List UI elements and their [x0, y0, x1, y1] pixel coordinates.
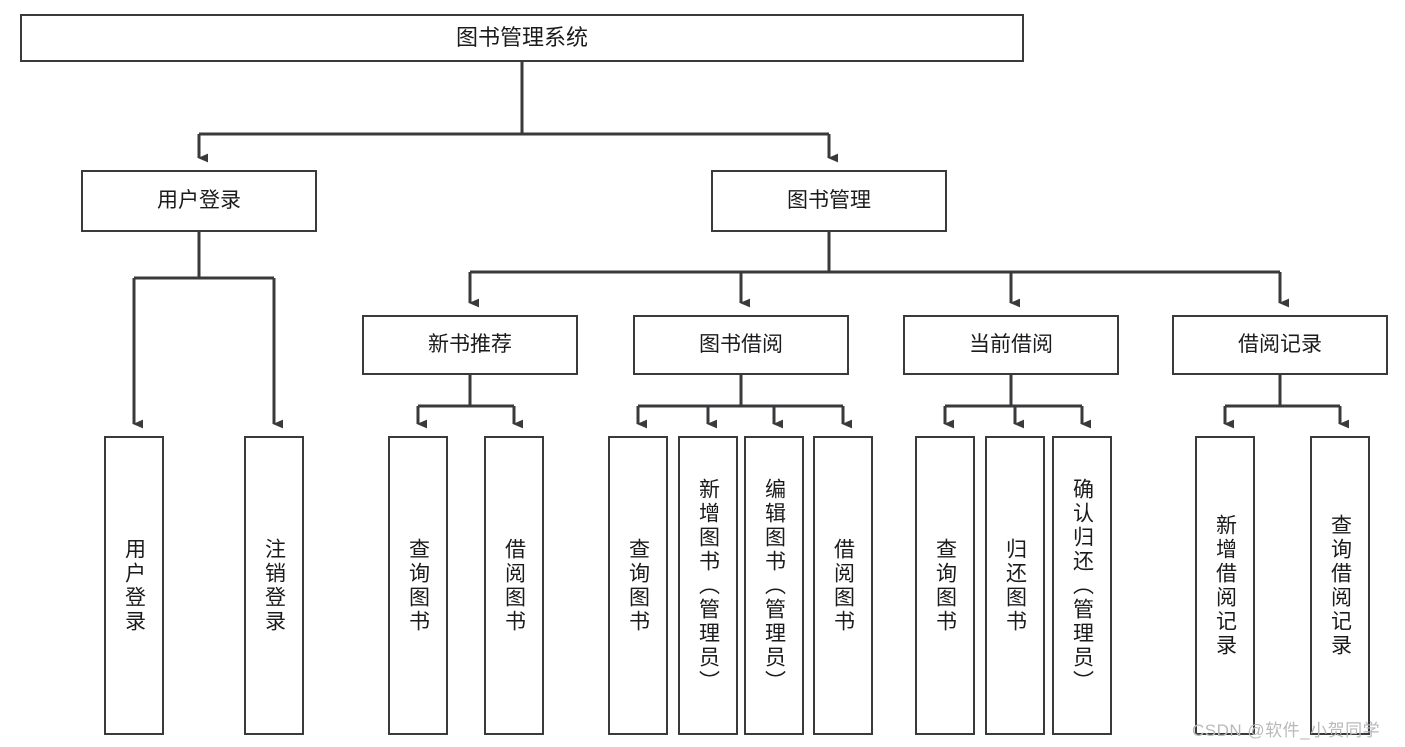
- node-leaf-5[interactable]: 新增图书（管理员）: [678, 436, 738, 735]
- node-label: 图书借阅: [699, 332, 783, 356]
- node-label: 借阅图书: [831, 537, 855, 634]
- node-label: 图书管理系统: [455, 25, 588, 51]
- node-level3-2[interactable]: 当前借阅: [903, 315, 1119, 375]
- node-label: 借阅图书: [502, 537, 526, 634]
- node-label: 查询图书: [626, 537, 650, 634]
- node-label: 新增图书（管理员）: [696, 477, 720, 694]
- node-leaf-10[interactable]: 确认归还（管理员）: [1052, 436, 1112, 735]
- node-leaf-0[interactable]: 用户登录: [104, 436, 164, 735]
- node-leaf-8[interactable]: 查询图书: [915, 436, 975, 735]
- node-leaf-1[interactable]: 注销登录: [244, 436, 304, 735]
- node-level3-0[interactable]: 新书推荐: [362, 315, 578, 375]
- node-label: 编辑图书（管理员）: [762, 477, 786, 694]
- node-label: 查询图书: [933, 537, 957, 634]
- node-leaf-4[interactable]: 查询图书: [608, 436, 668, 735]
- node-leaf-11[interactable]: 新增借阅记录: [1195, 436, 1255, 735]
- node-label: 用户登录: [122, 537, 146, 634]
- node-level2-1[interactable]: 图书管理: [711, 170, 947, 232]
- node-label: 注销登录: [262, 537, 286, 634]
- node-label: 新书推荐: [428, 332, 512, 356]
- node-leaf-9[interactable]: 归还图书: [985, 436, 1045, 735]
- node-label: 查询图书: [406, 537, 430, 634]
- node-label: 归还图书: [1003, 537, 1027, 634]
- node-label: 新增借阅记录: [1213, 513, 1237, 658]
- node-root-图书管理系统[interactable]: 图书管理系统: [20, 14, 1024, 62]
- node-leaf-12[interactable]: 查询借阅记录: [1310, 436, 1370, 735]
- node-leaf-6[interactable]: 编辑图书（管理员）: [744, 436, 804, 735]
- csdn-watermark: CSDN @软件_小贺同学: [1192, 721, 1381, 740]
- node-label: 当前借阅: [969, 332, 1053, 356]
- node-level3-1[interactable]: 图书借阅: [633, 315, 849, 375]
- node-level2-0[interactable]: 用户登录: [81, 170, 317, 232]
- node-leaf-7[interactable]: 借阅图书: [813, 436, 873, 735]
- node-level3-3[interactable]: 借阅记录: [1172, 315, 1388, 375]
- node-leaf-2[interactable]: 查询图书: [388, 436, 448, 735]
- node-label: 确认归还（管理员）: [1070, 477, 1094, 694]
- node-label: 用户登录: [157, 188, 241, 212]
- node-label: 图书管理: [787, 188, 871, 212]
- node-label: 查询借阅记录: [1328, 513, 1352, 658]
- node-leaf-3[interactable]: 借阅图书: [484, 436, 544, 735]
- node-label: 借阅记录: [1238, 332, 1322, 356]
